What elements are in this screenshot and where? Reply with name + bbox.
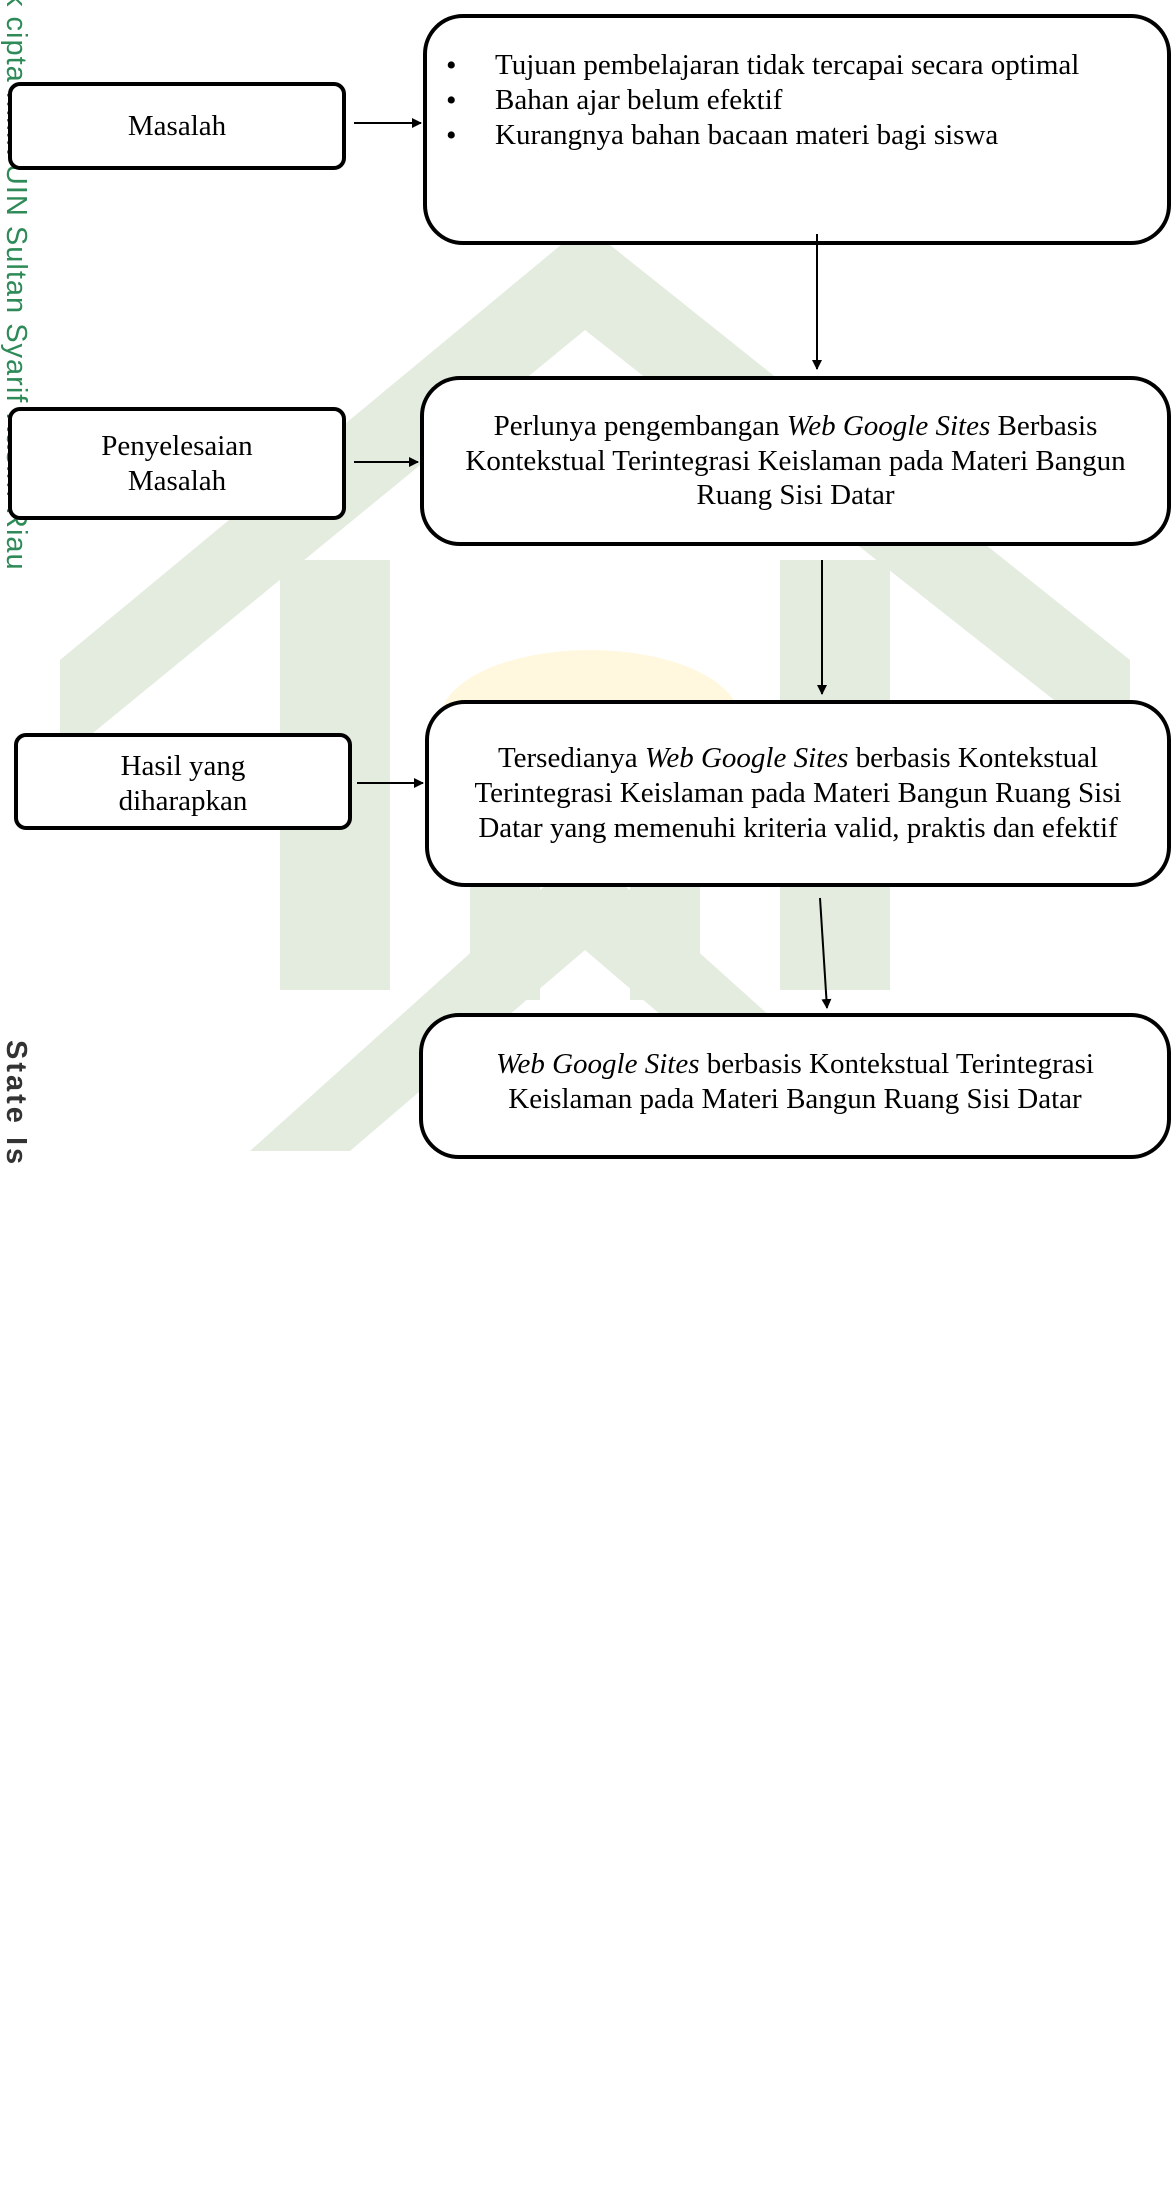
- solution-text: Perlunya pengembangan Web Google Sites B…: [465, 409, 1126, 512]
- product-text-italic: Web Google Sites: [496, 1048, 700, 1080]
- solution-label: Penyelesaian Masalah: [101, 429, 253, 497]
- problem-list: Tujuan pembelajaran tidak tercapai secar…: [440, 48, 1140, 154]
- connector-arrows: [354, 118, 832, 1009]
- expected-label: Hasil yang diharapkan: [118, 750, 248, 817]
- expected-text-italic: Web Google Sites: [644, 742, 849, 775]
- solution-label-box: Penyelesaian Masalah: [8, 407, 346, 520]
- solution-text-italic: Web Google Sites: [786, 409, 991, 442]
- side-state-text: State Is: [0, 1040, 32, 1168]
- expected-box: Tersedianya Web Google Sites berbasis Ko…: [425, 700, 1171, 887]
- expected-text: Tersedianya Web Google Sites berbasis Ko…: [474, 742, 1122, 844]
- problem-item: Bahan ajar belum efektif: [440, 83, 1140, 119]
- problem-label: Masalah: [127, 109, 227, 142]
- arrow-down-3: [819, 897, 832, 1009]
- expected-label-box: Hasil yang diharapkan: [14, 733, 352, 830]
- product-text: Web Google Sites berbasis Kontekstual Te…: [496, 1048, 1094, 1115]
- problem-item: Tujuan pembelajaran tidak tercapai secar…: [440, 48, 1140, 84]
- problem-label-box: Masalah: [8, 82, 346, 170]
- solution-box: Perlunya pengembangan Web Google Sites B…: [420, 376, 1171, 546]
- problem-item: Kurangnya bahan bacaan materi bagi siswa: [440, 118, 1140, 154]
